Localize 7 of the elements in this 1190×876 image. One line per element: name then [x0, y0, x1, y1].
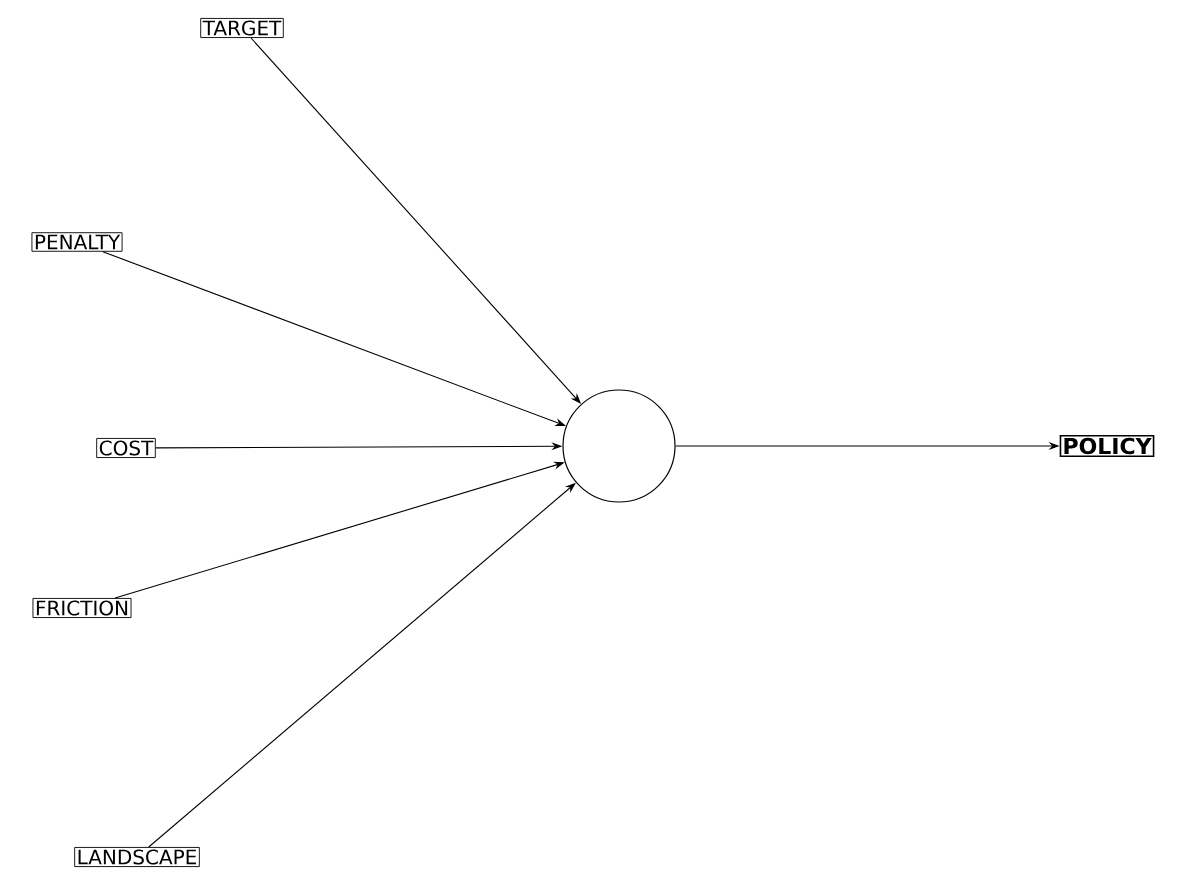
output-box: POLICY — [1059, 434, 1155, 458]
input-box: TARGET — [200, 18, 284, 38]
input-box: COST — [96, 438, 156, 458]
summing-circle — [562, 389, 676, 503]
input-box: FRICTION — [32, 597, 132, 618]
input-box: LANDSCAPE — [74, 847, 200, 867]
input-box: PENALTY — [31, 232, 123, 252]
